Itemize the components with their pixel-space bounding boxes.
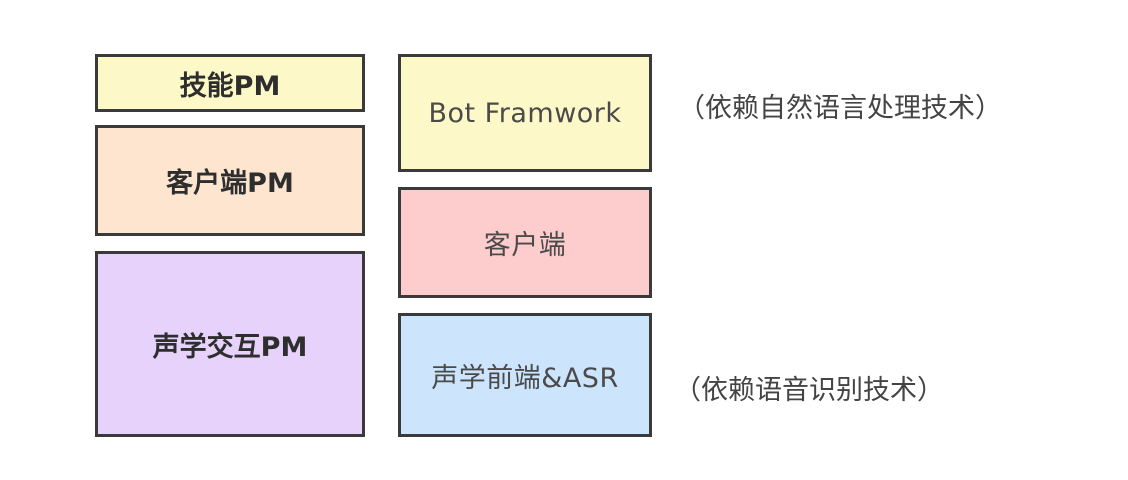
bot-framework-label: Bot Framwork xyxy=(428,97,622,129)
acoustic-frontend-asr-box: 声学前端&ASR xyxy=(398,313,652,437)
acoustic-frontend-asr-label: 声学前端&ASR xyxy=(431,362,619,394)
skill-pm-label: 技能PM xyxy=(179,70,281,102)
client-label: 客户端 xyxy=(483,230,567,261)
nlp-dependency-note: （依赖自然语言处理技术） xyxy=(678,93,1002,124)
acoustic-interaction-pm-label: 声学交互PM xyxy=(152,331,308,363)
client-pm-box: 客户端PM xyxy=(95,125,365,236)
acoustic-interaction-pm-box: 声学交互PM xyxy=(95,251,365,437)
asr-dependency-note: （依赖语音识别技术） xyxy=(674,375,944,406)
skill-pm-box: 技能PM xyxy=(95,54,365,112)
client-pm-label: 客户端PM xyxy=(166,168,294,199)
client-box: 客户端 xyxy=(398,187,652,298)
bot-framework-box: Bot Framwork xyxy=(398,54,652,172)
